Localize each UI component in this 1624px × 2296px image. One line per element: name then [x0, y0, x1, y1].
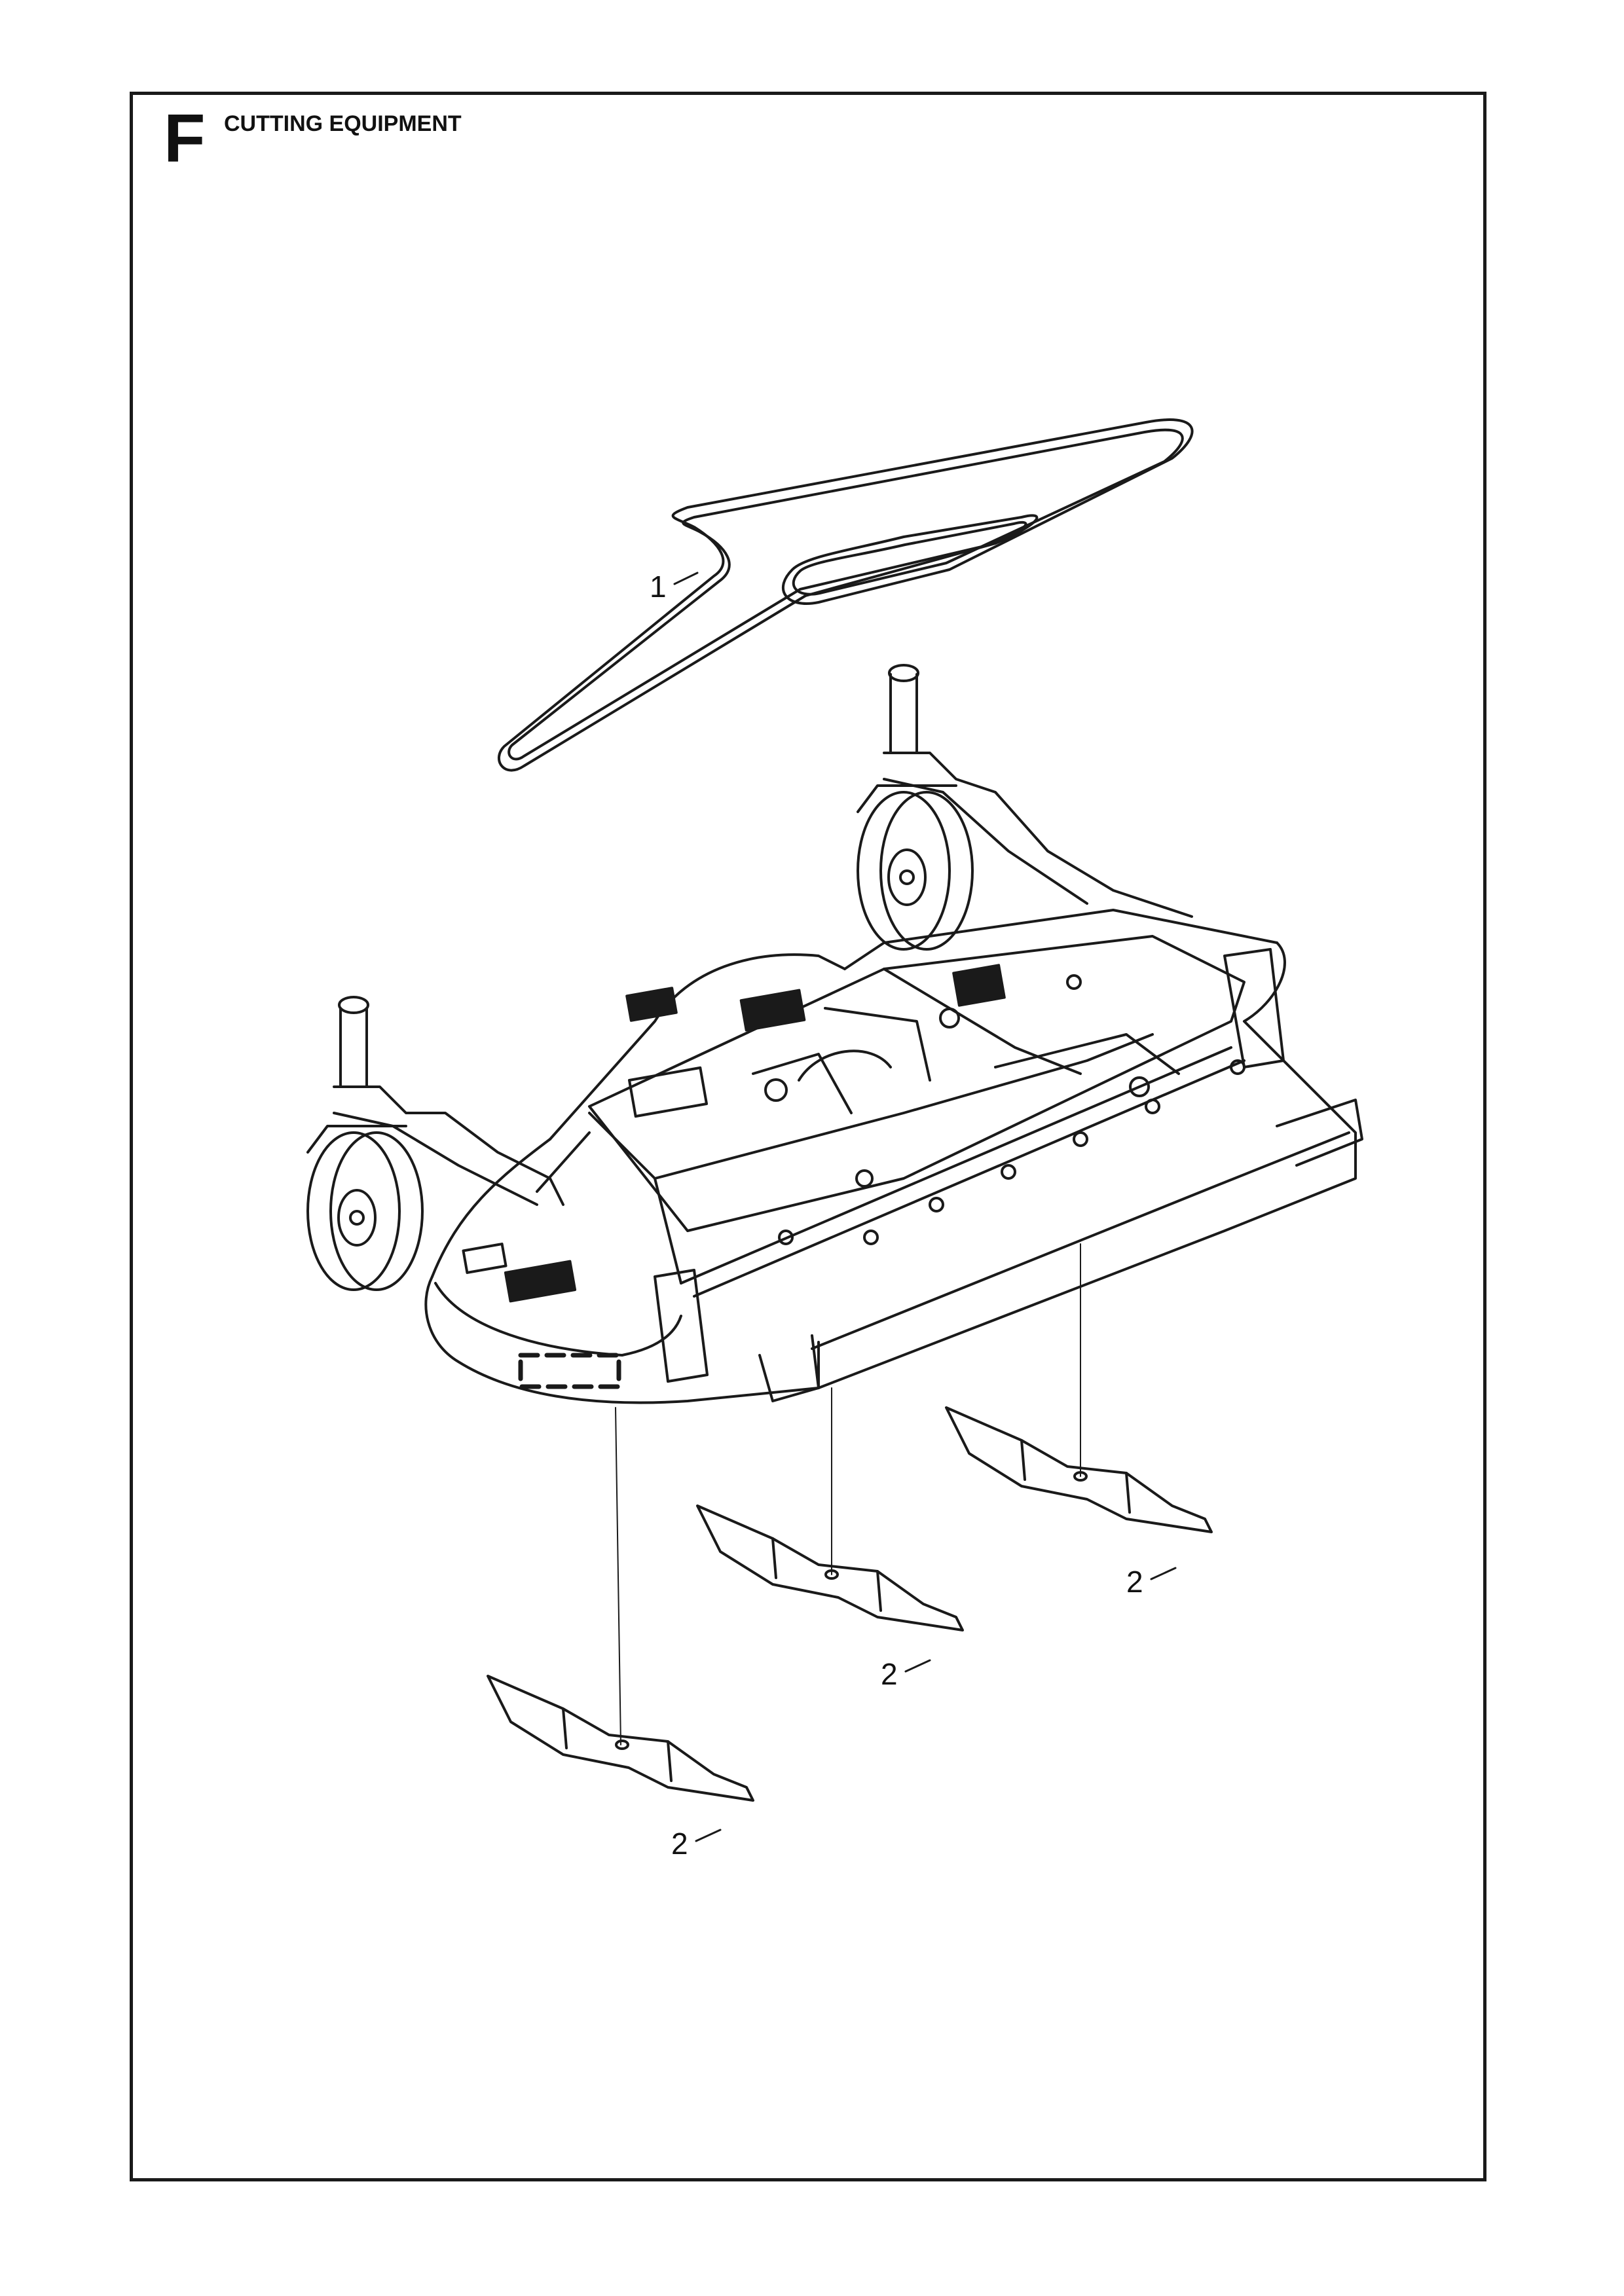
blade-right — [945, 1406, 1213, 1533]
page-frame — [130, 92, 1486, 2181]
right-caster-wheel — [857, 664, 1193, 951]
callout-blade-left: 2 — [671, 1827, 688, 1861]
blade-middle — [696, 1504, 964, 1631]
blade-left — [487, 1675, 754, 1802]
left-caster-wheel — [306, 996, 564, 1291]
mower-deck — [424, 909, 1363, 1404]
callout-blade-middle: 2 — [881, 1657, 898, 1691]
centerline-left — [615, 1407, 621, 1745]
leader-blade-left — [695, 1829, 722, 1842]
drive-belt — [497, 418, 1194, 772]
leader-blade-middle — [904, 1659, 931, 1673]
section-title: CUTTING EQUIPMENT — [224, 111, 462, 136]
section-letter: F — [164, 101, 206, 177]
callout-blade-right: 2 — [1126, 1565, 1143, 1599]
leader-blade-right — [1150, 1567, 1177, 1580]
leader-belt — [673, 572, 699, 585]
callout-belt: 1 — [650, 570, 667, 604]
